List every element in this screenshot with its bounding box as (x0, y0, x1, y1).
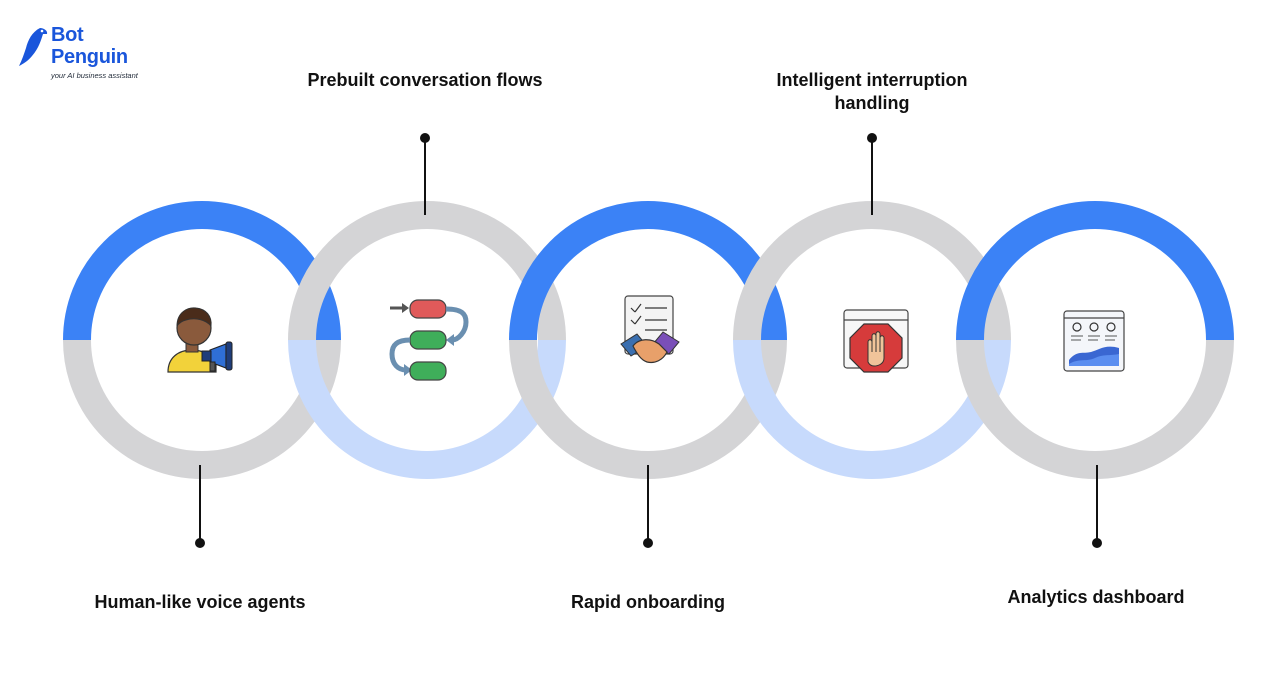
feature-label-analytics-dashboard: Analytics dashboard (1007, 587, 1185, 607)
analytics-dashboard-icon (1063, 310, 1125, 372)
feature-ring-5 (956, 201, 1234, 479)
connector-2 (420, 133, 430, 215)
handshake-checklist-icon (620, 295, 680, 364)
conversation-flow-icon (389, 299, 469, 381)
connector-3 (643, 465, 653, 548)
brand-tagline: your AI business assistant (51, 71, 138, 80)
feature-label-voice-agents: Human-like voice agents (94, 592, 306, 612)
connector-4 (867, 133, 877, 215)
brand-name-line2: Penguin (51, 46, 128, 68)
penguin-logo-icon (19, 28, 48, 66)
connector-5 (1092, 465, 1102, 548)
feature-label-rapid-onboarding: Rapid onboarding (571, 592, 725, 612)
brand-name-line1: Bot (51, 24, 84, 46)
feature-label-conversation-flows: Prebuilt conversation flows (307, 70, 543, 90)
stop-hand-icon (843, 309, 909, 373)
voice-agent-megaphone-icon (167, 307, 233, 373)
brand-logo: Bot Penguin your AI business assistant (18, 24, 158, 84)
connector-1 (195, 465, 205, 548)
feature-label-interruption-handling: Intelligent interruption handling (776, 70, 968, 113)
